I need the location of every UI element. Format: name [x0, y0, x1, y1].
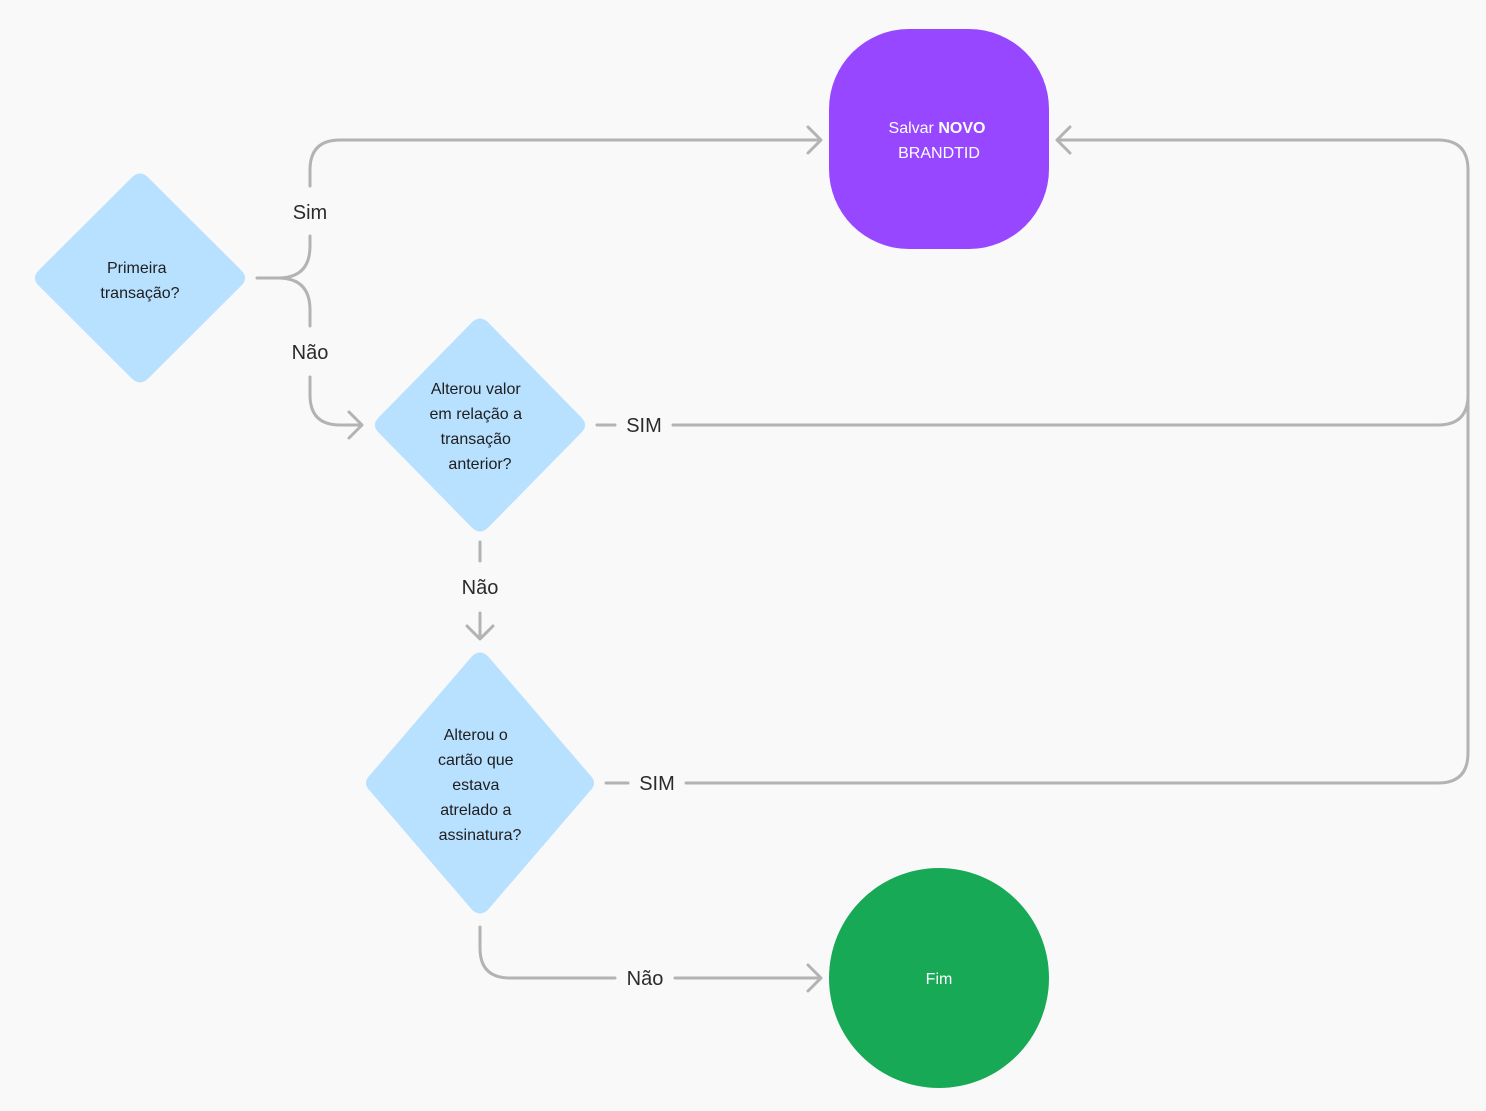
connector-valor-sim-to-trunk	[671, 393, 1470, 427]
arrowhead-sim-to-salvar	[806, 125, 823, 155]
process-salvar-bold: NOVO	[938, 120, 985, 137]
connector-cartao-nao-left	[478, 925, 617, 980]
decision-shape	[365, 652, 595, 914]
terminal-fim-label: Fim	[926, 971, 953, 988]
edge-label-nao-valor: Não	[462, 577, 499, 599]
terminal-shape	[829, 868, 1049, 1088]
process-salvar-prefix: Salvar	[889, 120, 939, 137]
edge-labels: Sim Não SIM Não SIM Não	[292, 202, 675, 990]
process-salvar-line-1: Salvar NOVO	[889, 120, 986, 137]
decision-valor-line-3: transação	[441, 431, 511, 448]
decision-cartao-line-2: cartão que	[438, 752, 514, 769]
connector-nao-to-valor	[308, 375, 362, 427]
edge-label-sim: Sim	[293, 202, 327, 224]
decision-valor-line-1: Alterou valor	[431, 381, 521, 398]
decision-valor-text: Alterou valor em relação a transação ant…	[430, 381, 527, 473]
decision-cartao-line-5: assinatura?	[439, 827, 522, 844]
decision-primeira-line-2: transação?	[100, 285, 179, 302]
decision-primeira-line-1: Primeira	[107, 260, 167, 277]
decision-cartao-line-4: atrelado a	[440, 802, 511, 819]
decision-valor-line-2: em relação a	[430, 406, 523, 423]
decision-alterou-valor[interactable]: Alterou valor em relação a transação ant…	[374, 318, 586, 532]
connectors	[255, 125, 1470, 993]
decision-shape	[374, 318, 586, 532]
connector-sim-to-salvar	[308, 138, 820, 188]
decision-cartao-line-1: Alterou o	[444, 727, 508, 744]
decision-primeira-text: Primeira transação?	[100, 260, 179, 302]
arrowhead-cartao-nao	[806, 963, 823, 993]
edge-label-sim-valor: SIM	[626, 415, 662, 437]
arrowhead-nao-to-valor	[347, 410, 364, 440]
process-salvar-line-2: BRANDTID	[898, 145, 980, 162]
connector-trunk-to-salvar	[1058, 138, 1470, 755]
edge-label-nao-cartao: Não	[627, 968, 664, 990]
edge-label-nao: Não	[292, 342, 329, 364]
process-salvar-novo-brandtid[interactable]: Salvar NOVO BRANDTID	[829, 29, 1049, 249]
connector-primeira-branch	[255, 234, 312, 328]
decision-shape	[34, 173, 246, 383]
connector-cartao-sim-to-trunk	[684, 751, 1470, 785]
arrowhead-trunk-to-salvar	[1055, 125, 1072, 155]
arrowhead-valor-nao	[465, 624, 495, 641]
decision-cartao-text: Alterou o cartão que estava atrelado a a…	[438, 727, 521, 844]
decision-valor-line-4: anterior?	[448, 456, 511, 473]
terminal-fim[interactable]: Fim	[829, 868, 1049, 1088]
process-shape	[829, 29, 1049, 249]
decision-alterou-cartao[interactable]: Alterou o cartão que estava atrelado a a…	[365, 652, 595, 914]
decision-cartao-line-3: estava	[452, 777, 499, 794]
decision-primeira-transacao[interactable]: Primeira transação?	[34, 173, 246, 383]
edge-label-sim-cartao: SIM	[639, 773, 675, 795]
